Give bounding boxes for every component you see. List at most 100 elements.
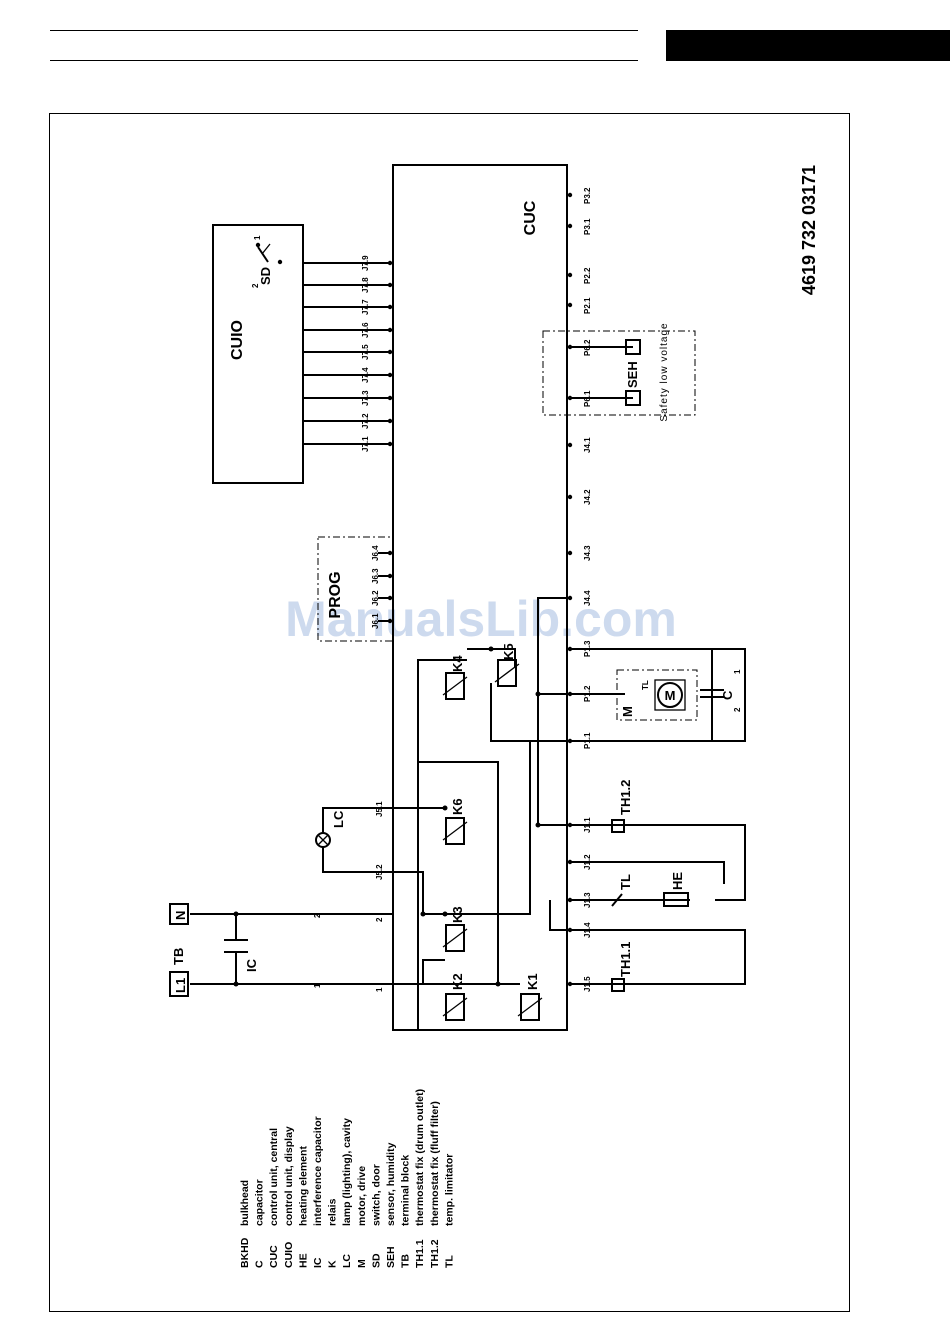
terminal-block-label: TB xyxy=(171,948,186,965)
svg-text:HE: HE xyxy=(670,872,685,890)
terminal-n xyxy=(169,903,189,925)
terminal-l1 xyxy=(169,971,189,997)
legend-description: sensor, humidity xyxy=(385,1142,397,1226)
heating-element-he: HE xyxy=(663,872,689,907)
cuio-wires xyxy=(303,262,393,445)
lamp-lc: LC xyxy=(315,807,393,873)
relay-k2: K2 xyxy=(442,973,468,1021)
pin-j6-4: J6.4 xyxy=(371,545,380,561)
prog-label: PROG xyxy=(327,571,344,618)
svg-text:1: 1 xyxy=(733,669,742,674)
cuio-block xyxy=(212,224,304,484)
legend-description: terminal block xyxy=(400,1155,412,1226)
internal-relay-wiring xyxy=(393,741,531,987)
svg-text:TL: TL xyxy=(618,874,633,890)
pin-j5-1: J5.1 xyxy=(375,801,384,817)
diagram-frame xyxy=(49,113,850,1312)
legend-code: CUC xyxy=(268,1245,280,1268)
legend-code: TL xyxy=(443,1255,455,1268)
watermark: ManualsLib.com xyxy=(285,591,677,647)
door-switch-sd: SD 2 1 xyxy=(251,235,283,288)
thermostat-th1-1: TH1.1 xyxy=(611,942,633,992)
pin-j4-4: J4.4 xyxy=(583,590,592,606)
heater-wiring xyxy=(535,822,746,985)
wire-j4-4 xyxy=(537,597,567,825)
cuc-right-pin-dots xyxy=(567,192,573,987)
legend-description: interference capacitor xyxy=(312,1116,324,1226)
svg-text:K2: K2 xyxy=(450,973,465,990)
pin-j5-2: J5.2 xyxy=(375,864,384,880)
svg-text:M: M xyxy=(620,706,635,717)
mains-pin-2b: 2 xyxy=(375,917,384,922)
legend-code: K xyxy=(327,1260,339,1268)
legend-code: BKHD xyxy=(239,1237,251,1268)
svg-text:K3: K3 xyxy=(450,906,465,923)
svg-text:C: C xyxy=(720,690,735,700)
drawing-number: 4619 732 03171 xyxy=(799,165,819,295)
pin-j7-4: J7.4 xyxy=(361,367,370,383)
pin-j4-1: J4.1 xyxy=(583,437,592,453)
svg-text:K6: K6 xyxy=(450,798,465,815)
svg-text:K1: K1 xyxy=(525,973,540,990)
legend-description: bulkhead xyxy=(239,1180,251,1226)
legend-description: thermostat fix (fluff filter) xyxy=(429,1101,441,1226)
relay-k6: K6 xyxy=(442,798,468,845)
legend-description: control unit, central xyxy=(268,1128,280,1226)
svg-text:TH1.1: TH1.1 xyxy=(618,942,633,977)
pin-p3-2: P3.2 xyxy=(583,187,592,204)
interference-capacitor-label: IC xyxy=(244,958,259,972)
legend-code: TB xyxy=(400,1254,412,1268)
legend-code: TH1.1 xyxy=(414,1239,426,1268)
svg-text:SEH: SEH xyxy=(625,361,640,388)
svg-text:2: 2 xyxy=(251,283,260,288)
mains-pin-1b: 1 xyxy=(375,987,384,992)
cuio-label: CUIO xyxy=(229,320,246,360)
prog-block xyxy=(317,536,394,642)
motor-capacitor-c: C 1 2 xyxy=(700,669,742,712)
legend-code: TH1.2 xyxy=(429,1239,441,1268)
thermostat-th1-2: TH1.2 xyxy=(611,780,633,833)
pin-j6-2: J6.2 xyxy=(371,590,380,606)
legend-description: lamp (lighting), cavity xyxy=(341,1118,353,1226)
legend-code: IC xyxy=(312,1257,324,1268)
pin-j7-8: J7.8 xyxy=(361,277,370,293)
cuc-right-pin-labels: P3.2 P3.1 P2.2 P2.1 P6.2 P6.1 J4.1 J4.2 … xyxy=(583,187,592,992)
svg-text:TH1.2: TH1.2 xyxy=(618,780,633,815)
svg-text:K5: K5 xyxy=(501,643,516,660)
safety-low-voltage-zone xyxy=(542,330,696,416)
terminal-n-label: N xyxy=(173,911,188,920)
legend-code: SD xyxy=(370,1253,382,1268)
legend-code: HE xyxy=(297,1253,309,1268)
svg-text:SD: SD xyxy=(258,267,273,285)
pin-j4-3: J4.3 xyxy=(583,545,592,561)
mains-pin-1a: 1 xyxy=(313,983,322,988)
legend-code: CUIO xyxy=(283,1242,295,1268)
pin-p3-1: P3.1 xyxy=(583,218,592,235)
pin-j6-1: J6.1 xyxy=(371,613,380,629)
legend-description: thermostat fix (drum outlet) xyxy=(414,1089,426,1226)
temp-limitator-tl: TL xyxy=(611,874,633,907)
legend-description: switch, door xyxy=(370,1164,382,1226)
svg-text:K4: K4 xyxy=(450,655,465,672)
header-rule-bottom xyxy=(50,60,638,61)
relay-k4: K4 xyxy=(442,655,468,700)
pin-j7-2: J7.2 xyxy=(361,413,370,429)
cuio-pin-dots xyxy=(387,260,393,447)
relay-k3: K3 xyxy=(442,906,468,952)
pin-j7-3: J7.3 xyxy=(361,390,370,406)
legend-code: LC xyxy=(341,1254,353,1268)
legend-description: temp. limitator xyxy=(443,1154,455,1226)
prog-wires xyxy=(378,550,393,624)
legend-code: C xyxy=(254,1260,266,1268)
wire-k4-feed xyxy=(417,659,467,1030)
humidity-sensor-seh: SEH xyxy=(567,339,641,406)
cuc-label: CUC xyxy=(522,200,539,235)
header-bar xyxy=(666,30,950,61)
pin-p2-1: P2.1 xyxy=(583,297,592,314)
svg-text:TL: TL xyxy=(641,680,650,690)
safety-label: Safety low voltage xyxy=(659,322,670,421)
terminal-l1-label: L1 xyxy=(173,978,188,993)
legend-code: SEH xyxy=(385,1246,397,1268)
